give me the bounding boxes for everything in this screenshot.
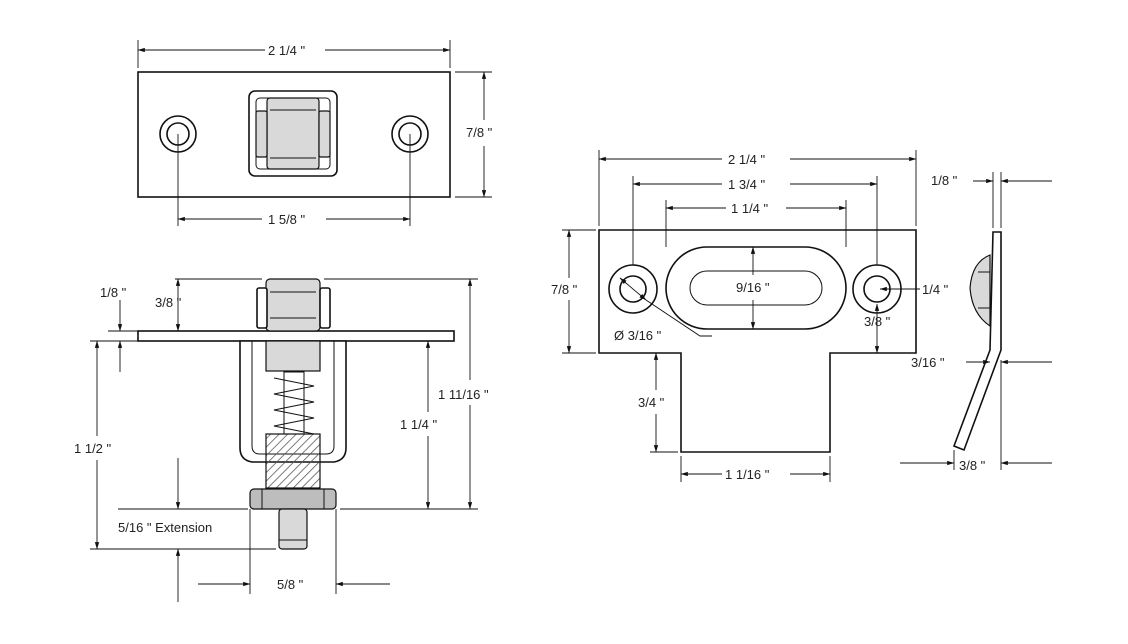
side-total-below-label: 1 1/2 " [74, 441, 112, 456]
side-plate-thickness-label: 1/8 " [100, 285, 127, 300]
strike-profile-view: 1/8 " 3/16 " 3/8 " [900, 172, 1052, 473]
profile-offset-label: 3/16 " [911, 355, 945, 370]
strike-front-view: 2 1/4 " 1 3/4 " 1 1/4 " 9/16 " 7/8 " Ø 3… [551, 150, 949, 482]
side-roller-above-label: 3/8 " [155, 295, 182, 310]
top-width-label: 2 1/4 " [268, 43, 306, 58]
side-extension-label: 5/16 " Extension [118, 520, 212, 535]
strike-height-label: 7/8 " [551, 282, 578, 297]
strike-slot-height-label: 9/16 " [736, 280, 770, 295]
strike-hole-dia-label: Ø 3/16 " [614, 328, 662, 343]
side-below-plate-label: 1 1/4 " [400, 417, 438, 432]
profile-thickness-label: 1/8 " [931, 173, 958, 188]
top-view: 2 1/4 " 7/8 " 1 5/8 " [137, 40, 493, 227]
strike-slot-length-label: 1 1/4 " [731, 201, 769, 216]
strike-hole-spacing-label: 1 3/4 " [728, 177, 766, 192]
strike-width-label: 2 1/4 " [728, 152, 766, 167]
strike-lip-width-label: 1 1/16 " [725, 467, 770, 482]
side-view: 1/8 " 3/8 " 1 11/16 " 1 1/4 " 1 1/2 " 5/… [74, 278, 489, 602]
side-stem-width-label: 5/8 " [277, 577, 304, 592]
strike-hole-edge-label: 3/8 " [864, 314, 891, 329]
top-height-label: 7/8 " [466, 125, 493, 140]
profile-lip-depth-label: 3/8 " [959, 458, 986, 473]
side-overall-height-label: 1 11/16 " [438, 387, 489, 402]
top-hole-spacing-label: 1 5/8 " [268, 212, 306, 227]
strike-hole-right-label: 1/4 " [922, 282, 949, 297]
strike-lip-height-label: 3/4 " [638, 395, 665, 410]
